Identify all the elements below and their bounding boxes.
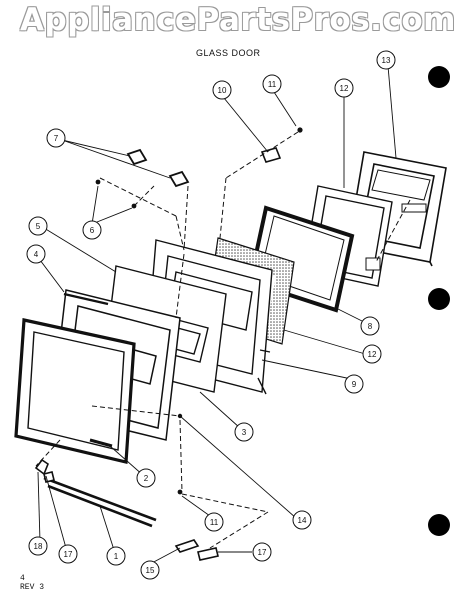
callout-1: 1	[106, 546, 126, 566]
callout-19: 18	[28, 536, 48, 556]
callout-17: 17	[58, 544, 78, 564]
svg-text:4: 4	[34, 250, 39, 259]
callout-2: 2	[136, 468, 156, 488]
svg-text:6: 6	[90, 226, 95, 235]
binder-hole-bottom	[428, 514, 450, 536]
svg-text:12: 12	[368, 350, 377, 359]
svg-text:9: 9	[352, 380, 357, 389]
part-bracket	[260, 147, 282, 163]
svg-text:11: 11	[268, 80, 277, 89]
svg-text:2: 2	[144, 474, 149, 483]
callout-12: 12	[362, 344, 382, 364]
assembly-dashed-lines	[35, 131, 411, 549]
part-bottom-rail	[43, 476, 157, 528]
binder-hole-middle	[428, 288, 450, 310]
callout-11-bottom: 11	[204, 512, 224, 532]
svg-text:14: 14	[298, 516, 307, 525]
callout-8: 8	[360, 316, 380, 336]
callout-15: 14	[292, 510, 312, 530]
part-hinge-clips	[34, 458, 219, 561]
callout-4: 4	[26, 244, 46, 264]
part-top-clips	[126, 148, 190, 188]
svg-text:7: 7	[54, 134, 59, 143]
svg-text:8: 8	[368, 322, 373, 331]
binder-hole-top	[428, 66, 450, 88]
svg-text:15: 15	[146, 566, 155, 575]
svg-text:18: 18	[34, 542, 43, 551]
callout-5: 5	[28, 216, 48, 236]
part-front-frame	[14, 318, 136, 464]
svg-text:12: 12	[340, 84, 349, 93]
svg-text:13: 13	[382, 56, 391, 65]
callout-18: 17	[252, 542, 272, 562]
callout-3: 3	[234, 422, 254, 442]
callout-11-top: 11	[262, 74, 282, 94]
svg-text:10: 10	[218, 86, 227, 95]
watermark-logo: AppliancePartsPros.com	[20, 2, 456, 38]
callout-16: 15	[140, 560, 160, 580]
callout-10: 10	[212, 80, 232, 100]
svg-text:3: 3	[242, 428, 247, 437]
leader-lines	[37, 65, 397, 565]
svg-text:1: 1	[114, 552, 119, 561]
callout-7: 7	[46, 128, 66, 148]
callout-9: 9	[344, 374, 364, 394]
part-frame-clip	[89, 438, 113, 448]
revision-label: 4 REV 3	[20, 574, 45, 592]
svg-text:17: 17	[258, 548, 267, 557]
callout-13: 12	[334, 78, 354, 98]
svg-text:5: 5	[36, 222, 41, 231]
svg-text:11: 11	[210, 518, 219, 527]
svg-text:17: 17	[64, 550, 73, 559]
diagram-title: GLASS DOOR	[196, 48, 261, 58]
callout-6: 6	[82, 220, 102, 240]
callout-14: 13	[376, 50, 396, 70]
